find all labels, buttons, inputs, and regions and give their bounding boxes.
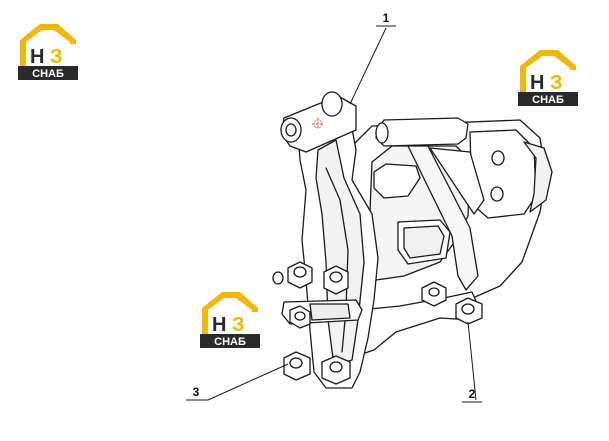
slot-upper — [373, 163, 421, 199]
leader-lines — [186, 25, 482, 403]
logo-caption: СНАБ — [32, 68, 64, 80]
bolt-upper-left — [287, 261, 313, 289]
ear-hole-bottom — [490, 186, 504, 202]
logo-caption: СНАБ — [214, 336, 246, 348]
ear-hole-top — [491, 150, 505, 166]
logo-top-left: H З СНАБ — [18, 24, 78, 80]
logo-letter-h: H — [30, 46, 44, 68]
bolt-left-small — [272, 271, 284, 285]
callout-3: 3 — [193, 385, 200, 399]
logo-letter-z: З — [550, 72, 563, 94]
logo-letter-h: H — [530, 72, 544, 94]
leader-3 — [186, 363, 289, 401]
bolt-part-2 — [455, 297, 483, 325]
callout-2: 2 — [469, 387, 476, 401]
logo-top-right: H З СНАБ — [518, 50, 578, 106]
logo-letter-z: З — [232, 314, 245, 336]
top-tube — [375, 117, 469, 147]
bolt-lower-right — [321, 355, 351, 385]
callout-1: 1 — [383, 11, 390, 25]
logo-letter-h: H — [212, 314, 226, 336]
diagonal-rib — [407, 145, 479, 291]
leader-2 — [462, 321, 482, 403]
bolt-middle — [289, 305, 311, 329]
bolt-lower-left — [283, 351, 311, 381]
bracket-assembly — [272, 91, 553, 389]
bolt-upper-right — [323, 265, 349, 295]
logo-letter-z: З — [50, 46, 63, 68]
logo-middle: H З СНАБ — [200, 292, 260, 348]
leader-1 — [349, 25, 396, 105]
logo-caption: СНАБ — [532, 94, 564, 106]
bolt-plate-middle — [421, 281, 447, 307]
